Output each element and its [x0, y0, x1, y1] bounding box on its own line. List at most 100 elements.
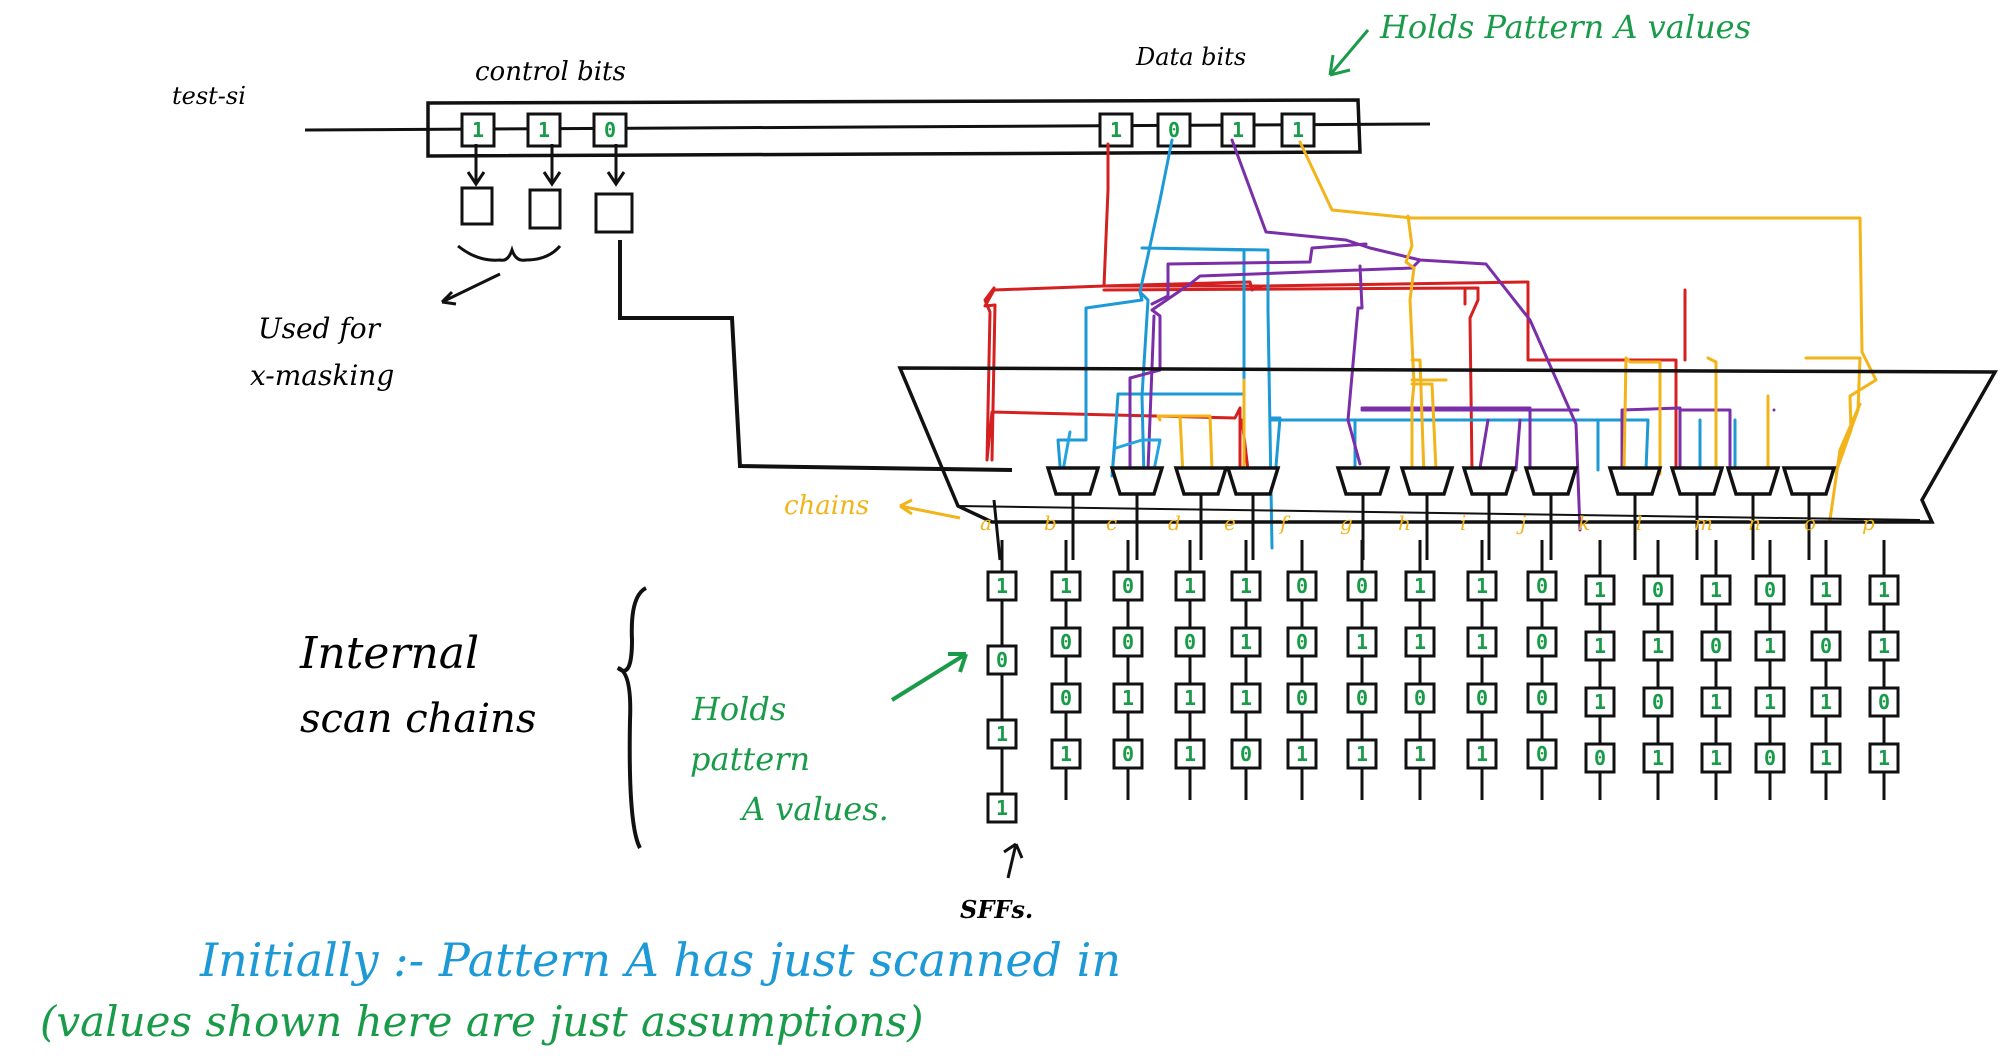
holds-top-label: Holds Pattern A values	[1379, 8, 1751, 46]
sff-d-1-value: 1	[1184, 574, 1196, 598]
sff-b-2-box	[1050, 626, 1082, 658]
sff-d-4: 1	[1174, 738, 1206, 770]
sff-h-1-value: 1	[1414, 574, 1426, 598]
data-bit-3-box	[1220, 112, 1256, 148]
sff-n-2: 1	[1754, 630, 1786, 662]
control-bit-2: 1	[526, 112, 562, 148]
mux-7	[1461, 466, 1517, 496]
control-bit-2-box	[526, 112, 562, 148]
sff-o-2-value: 0	[1820, 634, 1832, 658]
control-bit-3-box	[592, 112, 628, 148]
sff-p-3: 0	[1868, 686, 1900, 718]
sff-b-3-box	[1050, 682, 1082, 714]
sff-c-2: 0	[1112, 626, 1144, 658]
sff-j-3-box	[1526, 682, 1558, 714]
sff-m-3: 1	[1700, 686, 1732, 718]
sff-i-2-box	[1466, 626, 1498, 658]
sff-d-4-box	[1174, 738, 1206, 770]
sff-m-1: 1	[1700, 574, 1732, 606]
sff-b-4-value: 1	[1060, 742, 1072, 766]
sff-k-4-value: 0	[1594, 746, 1606, 770]
sff-a-2-box	[986, 644, 1018, 676]
scan-chain-d: 1 0 1 1	[1174, 540, 1206, 800]
sff-l-1: 0	[1642, 574, 1674, 606]
sff-f-2-value: 0	[1296, 630, 1308, 654]
sff-b-1: 1	[1050, 570, 1082, 602]
data-bit-3: 1	[1220, 112, 1256, 148]
sff-i-3-value: 0	[1476, 686, 1488, 710]
data-bit-4-box	[1280, 112, 1316, 148]
sff-l-4-box	[1642, 742, 1674, 774]
mux-1	[1045, 466, 1101, 496]
mux-10	[1669, 466, 1725, 496]
sff-d-3-value: 1	[1184, 686, 1196, 710]
sff-g-2: 1	[1346, 626, 1378, 658]
scan-chain-g: 0 1 0 1	[1346, 540, 1378, 800]
chain-letter-a: a	[980, 511, 992, 535]
sff-j-3-value: 0	[1536, 686, 1548, 710]
mux-12	[1781, 466, 1837, 496]
sff-d-2: 0	[1174, 626, 1206, 658]
sff-b-2: 0	[1050, 626, 1082, 658]
x-masking-label: x-masking	[250, 359, 394, 392]
sff-n-1-value: 0	[1764, 578, 1776, 602]
sff-h-3: 0	[1404, 682, 1436, 714]
sff-e-3: 1	[1230, 682, 1262, 714]
sff-f-1-value: 0	[1296, 574, 1308, 598]
chains-label: chains	[784, 491, 869, 521]
sff-j-4-box	[1526, 738, 1558, 770]
sff-p-3-box	[1868, 686, 1900, 718]
sff-o-3-value: 1	[1820, 690, 1832, 714]
sff-f-2-box	[1286, 626, 1318, 658]
sff-g-1-value: 0	[1356, 574, 1368, 598]
sff-b-2-value: 0	[1060, 630, 1072, 654]
sff-b-4-box	[1050, 738, 1082, 770]
sff-h-2-box	[1404, 626, 1436, 658]
control-bit-2-value: 1	[538, 118, 550, 142]
sff-a-1-value: 1	[996, 574, 1008, 598]
initially-caption: Initially :- Pattern A has just scanned …	[199, 933, 1121, 987]
chain-letter-j: j	[1516, 511, 1526, 535]
sff-i-1-value: 1	[1476, 574, 1488, 598]
chain-letter-g: g	[1340, 511, 1353, 535]
sff-g-4: 1	[1346, 738, 1378, 770]
holds-mid-line-2: pattern	[690, 740, 810, 778]
data-bit-2-box	[1156, 112, 1192, 148]
sff-b-1-box	[1050, 570, 1082, 602]
sff-j-1-box	[1526, 570, 1558, 602]
sff-m-1-value: 1	[1710, 578, 1722, 602]
data-bit-1-box	[1098, 112, 1134, 148]
sff-m-2-value: 0	[1710, 634, 1722, 658]
sff-h-4: 1	[1404, 738, 1436, 770]
mux-5	[1335, 466, 1391, 496]
sff-a-2-value: 0	[996, 648, 1008, 672]
sff-g-2-box	[1346, 626, 1378, 658]
sff-a-3: 1	[986, 718, 1018, 750]
sff-m-3-box	[1700, 686, 1732, 718]
sff-l-1-box	[1642, 574, 1674, 606]
chain-letter-i: i	[1460, 511, 1466, 535]
control-bit-1-box	[460, 112, 496, 148]
sff-h-4-box	[1404, 738, 1436, 770]
sff-l-4-value: 1	[1652, 746, 1664, 770]
sff-l-3: 0	[1642, 686, 1674, 718]
sff-f-1-box	[1286, 570, 1318, 602]
sff-p-2: 1	[1868, 630, 1900, 662]
sff-g-3-box	[1346, 682, 1378, 714]
sff-e-4: 0	[1230, 738, 1262, 770]
sff-g-3-value: 0	[1356, 686, 1368, 710]
chain-letter-o: o	[1804, 511, 1816, 535]
sff-h-1: 1	[1404, 570, 1436, 602]
sff-d-2-value: 0	[1184, 630, 1196, 654]
sff-n-2-box	[1754, 630, 1786, 662]
sff-i-4: 1	[1466, 738, 1498, 770]
sff-n-3-value: 1	[1764, 690, 1776, 714]
sff-j-4: 0	[1526, 738, 1558, 770]
sff-j-2-value: 0	[1536, 630, 1548, 654]
